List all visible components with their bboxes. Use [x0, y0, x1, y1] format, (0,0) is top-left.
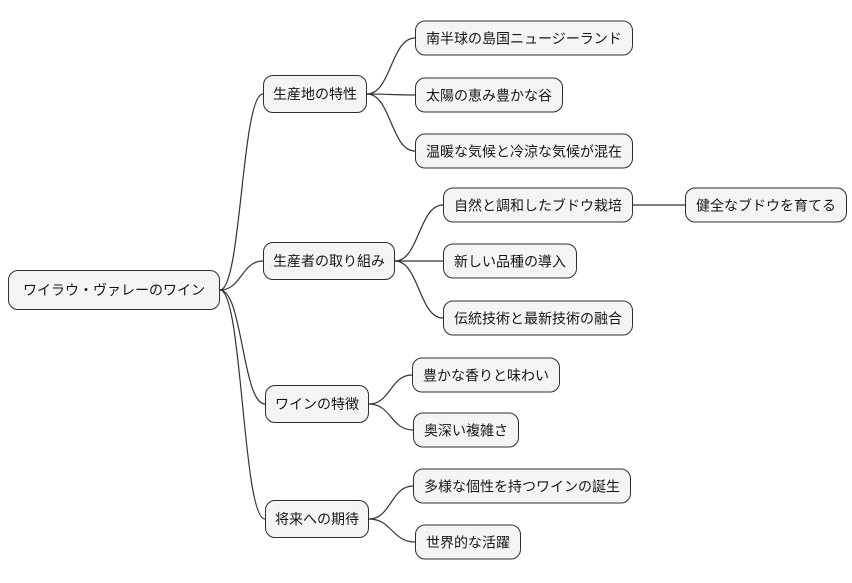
mindmap-node-b1c1: 南半球の島国ニュージーランド: [415, 20, 633, 56]
edge-root-b3: [219, 289, 266, 405]
mindmap-node-b2: 生産者の取り組み: [263, 242, 395, 280]
mindmap-node-b1c3: 温暖な気候と冷涼な気候が混在: [415, 133, 633, 169]
edge-b1-b1c1: [366, 37, 416, 95]
mindmap-node-b4c2: 世界的な活躍: [415, 524, 521, 560]
mindmap-node-b3c2: 奥深い複雑さ: [413, 412, 519, 448]
mindmap-node-b2c1g1: 健全なブドウを育てる: [685, 187, 847, 223]
mindmap-node-b1c2: 太陽の恵み豊かな谷: [415, 77, 563, 113]
edge-root-b2: [219, 260, 264, 291]
edge-b3-b3c2: [368, 403, 414, 431]
edge-b1-b1c3: [366, 93, 416, 152]
edge-b4-b4c1: [368, 485, 414, 520]
edge-root-b4: [219, 289, 266, 520]
mindmap-node-b3: ワインの特徴: [265, 385, 369, 423]
mindmap-node-b2c1: 自然と調和したブドウ栽培: [443, 187, 633, 223]
mindmap-node-b3c1: 豊かな香りと味わい: [412, 357, 560, 393]
mindmap-node-b4: 将来への期待: [265, 500, 369, 538]
edge-root-b1: [219, 93, 264, 291]
mindmap-node-b2c2: 新しい品種の導入: [443, 243, 577, 279]
edge-b2-b2c1: [394, 204, 444, 262]
edge-b2-b2c3: [394, 260, 444, 319]
mindmap-node-b2c3: 伝統技術と最新技術の融合: [443, 300, 633, 336]
mindmap-node-b4c1: 多様な個性を持つワインの誕生: [413, 468, 631, 504]
edge-b4-b4c2: [368, 518, 416, 543]
edge-b1-b1c2: [366, 93, 416, 96]
mindmap-node-b1: 生産地の特性: [263, 75, 367, 113]
mindmap-node-root: ワイラウ・ヴァレーのワイン: [8, 270, 220, 310]
edge-b3-b3c1: [368, 374, 413, 405]
